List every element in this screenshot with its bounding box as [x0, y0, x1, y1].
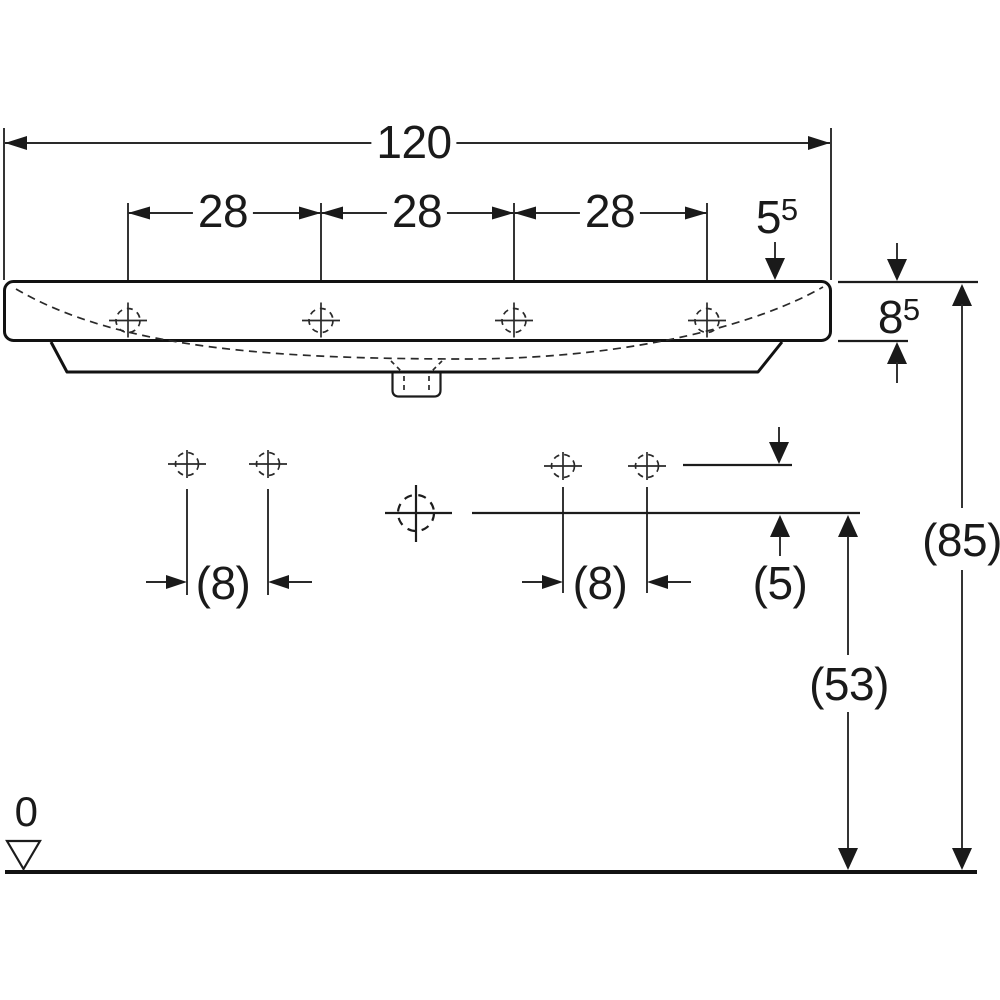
basin-outline	[3, 280, 832, 342]
dim-tap-edge-offset-arrow	[765, 242, 785, 280]
dim-rim-height-label: 85	[877, 291, 921, 343]
drain-outlet	[390, 360, 443, 398]
dim-drain-offset-label: (5)	[752, 557, 808, 609]
dim-fixing-right-label: (8)	[572, 557, 628, 609]
fixing-point-crosshair-left-1	[168, 450, 206, 478]
dim-overall-height-lines	[952, 284, 972, 870]
reference-lines	[472, 463, 860, 515]
dim-overall-width-label: 120	[371, 119, 457, 165]
tap-hole-crosshair-2	[302, 302, 340, 338]
fixing-point-crosshair-right-1	[544, 452, 582, 480]
dim-drain-height-lines	[838, 515, 858, 870]
floor-level-label: 0	[14, 788, 38, 835]
basin-bowl-profile-dashed	[15, 286, 824, 360]
dim-fixing-left-label: (8)	[195, 557, 251, 609]
dim-fixing-right-lines	[522, 487, 691, 593]
dim-fixing-left-lines	[146, 489, 312, 595]
dim-tap-spacing-label-2: 28	[386, 188, 448, 234]
tap-hole-crosshair-3	[495, 302, 533, 338]
dim-overall-height-label: (85)	[917, 517, 1000, 563]
fixing-point-crosshair-left-2	[249, 450, 287, 478]
arrowhead-right	[808, 136, 830, 150]
arrowhead-left	[5, 136, 27, 150]
dim-drain-offset-lines	[769, 427, 790, 556]
tap-hole-crosshair-1	[109, 302, 147, 338]
fixing-point-crosshair-right-2	[628, 452, 666, 480]
dim-rim-height-lines	[838, 243, 978, 383]
dim-tap-edge-offset-label: 55	[755, 191, 799, 243]
dim-drain-height-label: (53)	[804, 661, 894, 707]
tap-hole-crosshair-4	[688, 302, 726, 338]
basin-apron	[49, 341, 784, 374]
dim-tap-spacing-label-3: 28	[579, 188, 641, 234]
drain-center-crosshair	[385, 485, 452, 542]
dim-tap-spacing-label-1: 28	[192, 188, 254, 234]
floor-datum-icon	[5, 839, 42, 872]
